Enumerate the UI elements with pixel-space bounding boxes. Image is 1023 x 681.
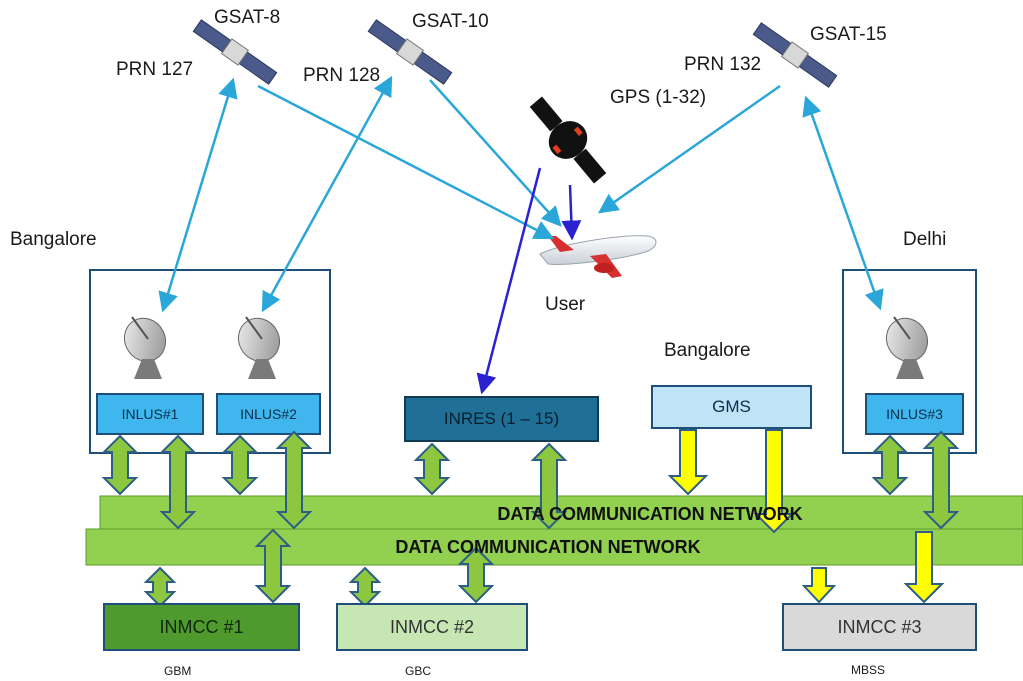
antenna-dish-2-icon — [237, 316, 281, 379]
gms-arrows — [667, 429, 945, 604]
inlus3-label: INLUS#3 — [886, 406, 943, 422]
gsat-8-satellite-icon — [192, 19, 278, 85]
airplane-icon — [539, 235, 657, 278]
user-label: User — [545, 294, 586, 315]
arrow-inres-upper — [413, 442, 451, 496]
arrow-network-inmcc3-right — [903, 531, 945, 604]
arrow-network-inmcc3-left — [801, 567, 837, 604]
network-arrows — [101, 430, 960, 608]
inlus3-box — [865, 393, 964, 435]
arrow-inmcc1-left — [143, 566, 177, 608]
gsat-8-label: GSAT-8 — [214, 7, 281, 28]
arrow-inlus3-upper — [871, 434, 909, 496]
arrow-inlus2-upper — [221, 434, 259, 496]
region-bangalore-center: Bangalore — [664, 340, 751, 361]
arrow-inmcc2-left — [348, 566, 382, 608]
arrow-inmcc2-right — [457, 546, 495, 604]
gsat-10-prn-label: PRN 128 — [303, 65, 381, 86]
gsat-10-satellite-icon — [367, 19, 453, 85]
network-upper-label: DATA COMMUNICATION NETWORK — [497, 503, 803, 524]
antenna-dish-1-icon — [123, 316, 167, 379]
inlus2-box — [216, 393, 321, 435]
arrow-inlus2-lower — [275, 430, 313, 530]
arrow-inmcc1-right — [254, 528, 292, 604]
gsat-15-prn-label: PRN 132 — [684, 54, 762, 75]
gms-box — [651, 385, 812, 429]
region-bangalore-left: Bangalore — [10, 229, 97, 250]
arrow-gms-upper — [667, 429, 709, 496]
inlus2-label: INLUS#2 — [240, 406, 297, 422]
inmcc3-box — [782, 603, 977, 651]
link-gsat8-user — [257, 84, 555, 240]
inmcc3-site-label: MBSS — [851, 663, 886, 677]
link-gsat15-user — [597, 84, 781, 214]
inmcc1-box — [103, 603, 300, 651]
inmcc2-site-label: GBC — [405, 664, 432, 678]
inlus1-box — [96, 393, 204, 435]
arrow-gms-lower — [753, 429, 795, 534]
gsat-15-satellite-icon — [752, 22, 838, 88]
gsat-8-prn-label: PRN 127 — [116, 59, 194, 80]
gsat-10-label: GSAT-10 — [412, 11, 489, 32]
network-lower-label: DATA COMMUNICATION NETWORK — [395, 536, 701, 557]
inres-box — [404, 396, 599, 442]
inlus1-label: INLUS#1 — [121, 406, 179, 422]
link-gsat15-inlus3 — [802, 95, 884, 311]
inres-label: INRES (1 – 15) — [443, 409, 560, 428]
inmcc3-label: INMCC #3 — [837, 616, 922, 637]
inmcc2-box — [336, 603, 528, 651]
link-gps-user — [561, 184, 582, 241]
arrow-inlus1-upper — [101, 434, 139, 496]
inmcc1-label: INMCC #1 — [159, 616, 244, 637]
gms-label: GMS — [712, 397, 751, 416]
link-gsat8-inlus1 — [158, 77, 238, 313]
arrow-inlus3-lower — [922, 430, 960, 530]
gsat-15-label: GSAT-15 — [810, 24, 887, 45]
gps-label: GPS (1-32) — [610, 87, 707, 108]
link-gps-inres — [476, 167, 542, 395]
network-bar-lower — [85, 528, 1023, 566]
antenna-dish-3-icon — [885, 316, 929, 379]
link-gsat10-user — [429, 79, 562, 227]
gps-satellite-icon — [529, 96, 607, 184]
inmcc1-site-label: GBM — [164, 664, 192, 678]
arrow-inlus1-lower — [159, 434, 197, 530]
region-delhi: Delhi — [903, 229, 947, 250]
link-gsat10-inlus2 — [261, 75, 393, 313]
arrow-inres-lower — [530, 442, 568, 530]
inmcc2-label: INMCC #2 — [389, 616, 474, 637]
